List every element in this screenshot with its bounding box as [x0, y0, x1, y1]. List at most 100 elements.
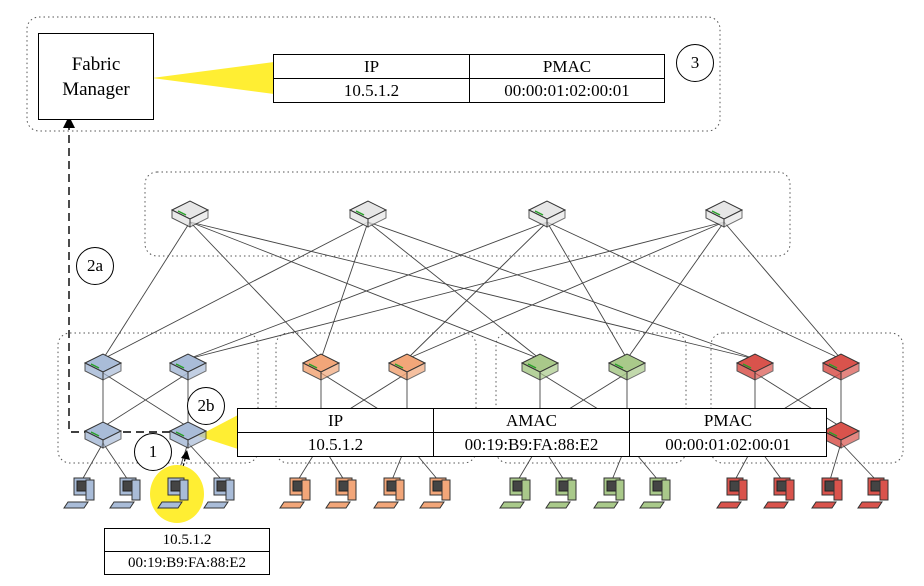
switch-face [828, 431, 838, 437]
switch-table-header-ip: IP [237, 408, 434, 433]
host-part [325, 501, 351, 509]
core-aggr-link [626, 221, 725, 360]
pod-region-3 [495, 332, 687, 464]
host-computer-icon [639, 477, 671, 509]
core-aggr-link [546, 221, 842, 360]
switch-face [626, 362, 646, 381]
core-aggr-link [320, 221, 369, 360]
aggr-edge-link [102, 372, 189, 428]
step-2a-marker: 2a [76, 247, 114, 285]
switch-face [406, 362, 426, 381]
host-part [225, 479, 235, 501]
core-aggr-link [189, 221, 756, 360]
switch-face [355, 210, 365, 216]
edge-host-link [829, 442, 842, 481]
switch-icon [735, 353, 775, 381]
host-part [593, 501, 619, 509]
manager-region [26, 16, 721, 132]
core-aggr-link [367, 221, 541, 360]
switch-table-amac: 00:19:B9:FA:88:E2 [433, 432, 630, 457]
edge-host-link [840, 442, 877, 481]
switch-face [840, 430, 860, 449]
host-computer-icon [63, 477, 95, 509]
arp-path-dashed [68, 120, 196, 433]
host-part [661, 479, 671, 501]
host-part [419, 501, 445, 509]
core-aggr-link [546, 221, 628, 360]
switch-icon [821, 421, 861, 449]
switch-mapping-table: IP AMAC PMAC 10.5.1.2 00:19:B9:FA:88:E2 … [237, 408, 827, 457]
core-region [144, 171, 791, 257]
switch-face [102, 362, 122, 381]
host-ip: 10.5.1.2 [162, 532, 212, 548]
host-part [203, 501, 229, 509]
switch-face [534, 210, 544, 216]
switch-face [102, 430, 122, 449]
arrowhead-up [63, 116, 75, 128]
core-aggr-link [187, 221, 725, 360]
step-1-label: 1 [148, 442, 158, 461]
host-address-label: 10.5.1.2 00:19:B9:FA:88:E2 [104, 528, 270, 575]
host-part [301, 479, 311, 501]
host-part [63, 501, 89, 509]
host-part [499, 501, 525, 509]
host-part [879, 479, 889, 501]
host-part [85, 479, 95, 501]
switch-face [539, 362, 559, 381]
fabric-manager-box: Fabric Manager [38, 33, 154, 120]
host-part [545, 501, 571, 509]
switch-table-pmac: 00:00:01:02:00:01 [629, 432, 827, 457]
switch-face [711, 210, 721, 216]
switch-icon [168, 353, 208, 381]
host-part [639, 501, 665, 509]
switch-icon [821, 353, 861, 381]
host-computer-icon [593, 477, 625, 509]
switch-table-ip: 10.5.1.2 [237, 432, 434, 457]
step-2b-marker: 2b [187, 387, 225, 425]
pod-region-1 [57, 332, 259, 464]
hosts [63, 477, 889, 509]
host-part [811, 501, 837, 509]
switch-face [723, 209, 743, 228]
host-computer-icon [499, 477, 531, 509]
host-part [567, 479, 577, 501]
fabric-manager-line1: Fabric [71, 53, 121, 75]
switch-face [308, 363, 318, 369]
switch-face [175, 363, 185, 369]
switch-face [187, 430, 207, 449]
switch-face [754, 362, 774, 381]
switch-face [320, 362, 340, 381]
host-part [763, 501, 789, 509]
core-aggr-link [723, 221, 842, 360]
region-boundaries [26, 16, 904, 464]
host-part [785, 479, 795, 501]
switch-face [828, 363, 838, 369]
step-3-marker: 3 [676, 44, 714, 82]
host-mac: 00:19:B9:FA:88:E2 [105, 551, 269, 574]
host-part [395, 479, 405, 501]
host-computer-icon [763, 477, 795, 509]
edge-host-link [102, 442, 129, 481]
switch-face [90, 431, 100, 437]
switch-icon [301, 353, 341, 381]
switch-icon [170, 200, 210, 228]
switch-face [175, 431, 185, 437]
fabric-manager-line2: Manager [62, 78, 130, 100]
fabric-manager-label: Fabric Manager [62, 52, 130, 102]
host-computer-icon [157, 477, 189, 509]
host-part [279, 501, 305, 509]
host-part [179, 479, 189, 501]
switch-face [614, 363, 624, 369]
host-part [441, 479, 451, 501]
host-computer-icon [109, 477, 141, 509]
switch-face [189, 209, 209, 228]
core-aggr-link [367, 221, 756, 360]
host-computer-icon [419, 477, 451, 509]
manager-table-header-ip: IP [273, 54, 470, 79]
switch-face [394, 363, 404, 369]
host-computer-icon [857, 477, 889, 509]
switch-icon [520, 353, 560, 381]
step-1-marker: 1 [134, 433, 172, 471]
core-aggr-link [406, 221, 548, 360]
callout-wedge-switch [198, 415, 238, 449]
